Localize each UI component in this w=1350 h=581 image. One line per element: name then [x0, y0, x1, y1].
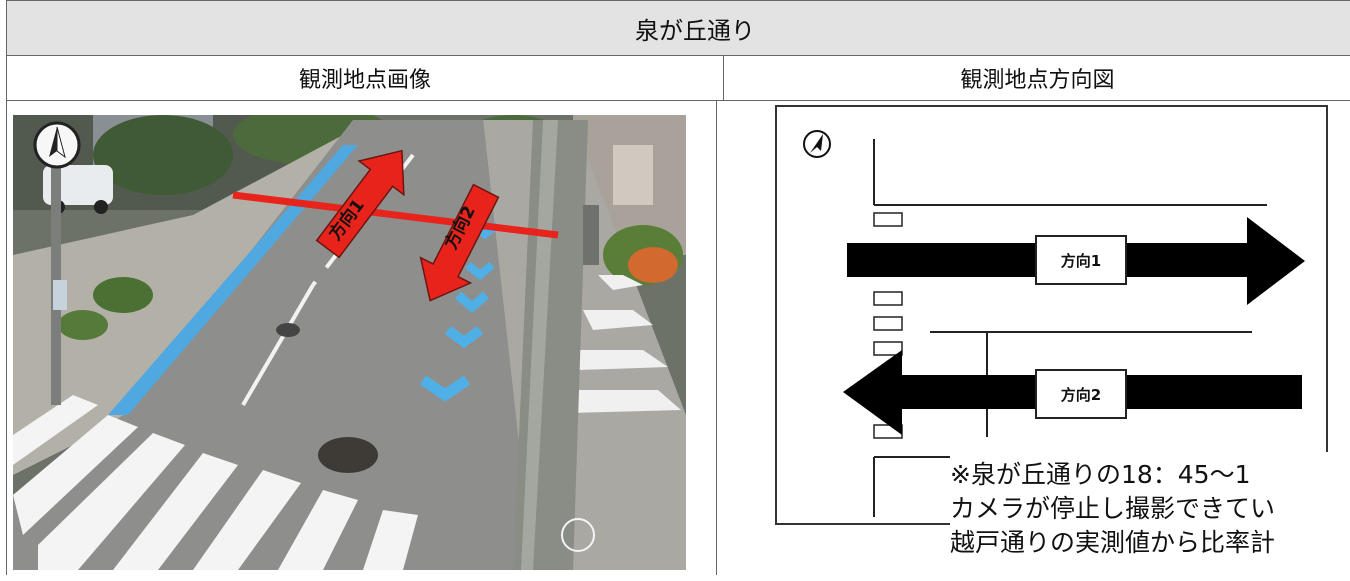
header-direction-diagram: 観測地点方向図 — [960, 68, 1115, 93]
table-title-row: 泉が丘通り — [7, 0, 1350, 56]
table-header-row: 観測地点画像 観測地点方向図 — [7, 56, 1350, 101]
observation-photo: 方向1 方向2 — [13, 115, 686, 570]
note-line-1: ※泉が丘通りの18：45〜1 — [950, 460, 1251, 489]
diagram-direction2-label: 方向2 — [1035, 369, 1127, 419]
diagram-direction1-label: 方向1 — [1035, 235, 1127, 285]
table-title: 泉が丘通り — [635, 16, 755, 45]
note-line-2: カメラが停止し撮影できてい — [950, 494, 1276, 523]
note-line-3: 越戸通りの実測値から比率計 — [950, 528, 1276, 557]
header-observation-image: 観測地点画像 — [7, 56, 724, 100]
note-text: ※泉が丘通りの18：45〜1 カメラが停止し撮影できてい 越戸通りの実測値から比… — [950, 452, 1350, 581]
column-divider — [716, 100, 717, 575]
observation-table: 泉が丘通り 観測地点画像 観測地点方向図 — [6, 0, 1350, 575]
